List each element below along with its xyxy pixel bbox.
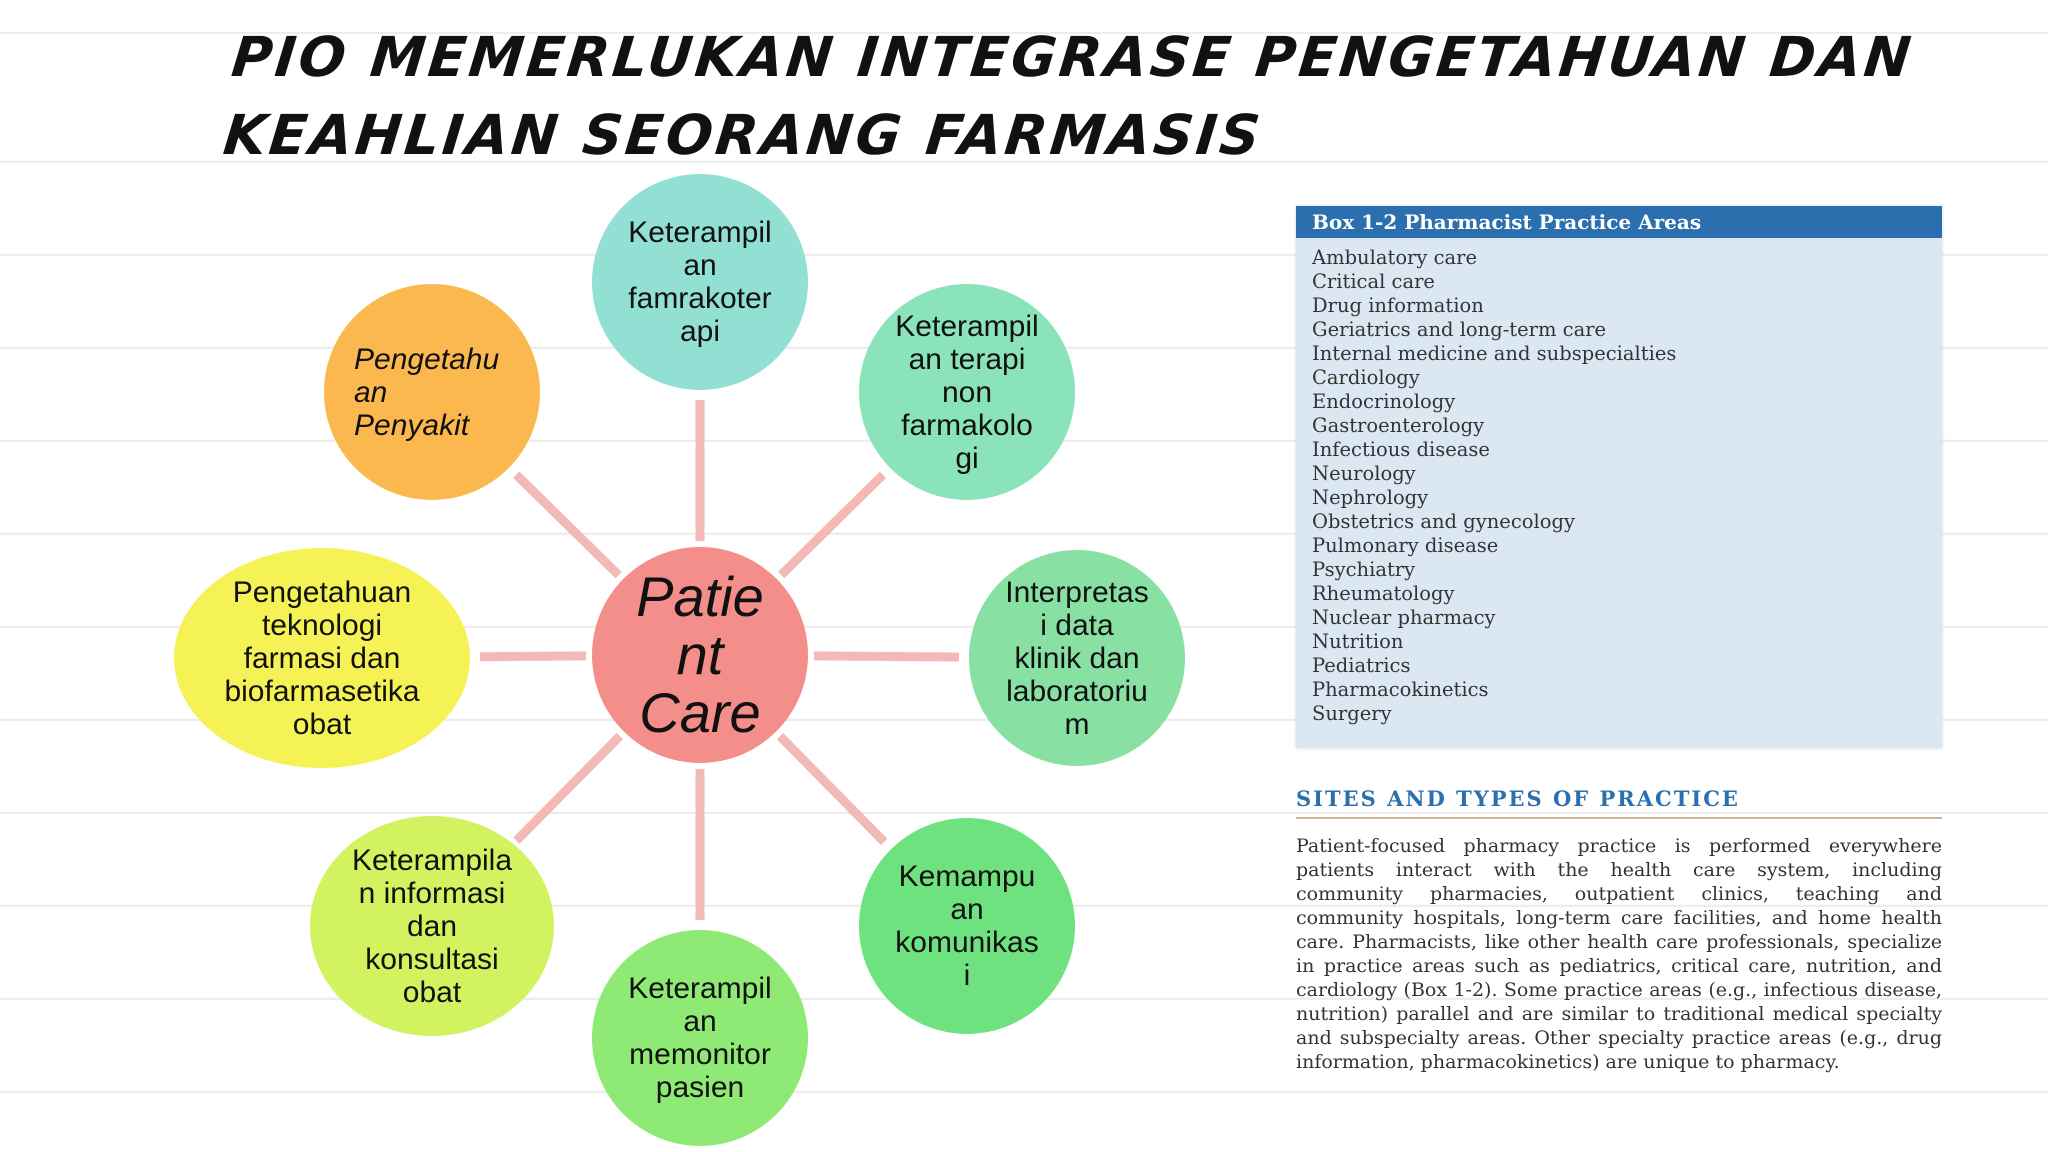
practice-area-item: Pulmonary disease (1312, 534, 1499, 557)
practice-areas-box-title: Box 1-2 Pharmacist Practice Areas (1296, 206, 1942, 238)
practice-area-item: Rheumatology (1312, 582, 1455, 605)
practice-area-item: Infectious disease (1312, 438, 1490, 461)
practice-area-item: Neurology (1312, 462, 1416, 485)
link-keterampilan-informasi (513, 732, 624, 844)
practice-area-item: Internal medicine and subspecialties (1312, 342, 1677, 365)
node-keterampilan-terapi-non-farmakologi-label-line: farmakolo (901, 408, 1033, 442)
node-keterampilan-informasi-label-line: obat (402, 975, 462, 1009)
node-pengetahuan-penyakit-label-line: an (354, 375, 388, 409)
node-kemampuan-komunikasi-label-line: Kemampu (898, 860, 1036, 893)
node-keterampilan-memonitor-label-line: Keterampil (628, 972, 772, 1005)
node-keterampilan-farmakoterapi-label-line: famrakoter (628, 282, 772, 315)
node-keterampilan-terapi-non-farmakologi-label-line: gi (955, 441, 979, 475)
practice-area-item: Nutrition (1312, 630, 1404, 653)
link-kemampuan-komunikasi (776, 733, 888, 846)
practice-area-item: Endocrinology (1312, 390, 1456, 413)
center-node-patient-care-label-line: Patie (636, 565, 764, 628)
node-kemampuan-komunikasi-label-line: komunikas (895, 926, 1039, 959)
node-keterampilan-farmakoterapi-label-line: Keterampil (628, 216, 772, 249)
node-pengetahuan-penyakit-label-line: Pengetahu (354, 342, 500, 376)
node-pengetahuan-teknologi-label-line: teknologi (261, 608, 383, 642)
node-interpretasi-data-label-line: laboratoriu (1006, 674, 1148, 708)
section-paragraph: Patient-focused pharmacy practice is per… (1296, 835, 1942, 1073)
practice-areas-box: Box 1-2 Pharmacist Practice Areas Ambula… (1296, 206, 1942, 748)
node-interpretasi-data-label-line: Interpretas (1005, 575, 1149, 609)
practice-area-item: Ambulatory care (1312, 246, 1477, 269)
center-node-patient-care-label-line: nt (676, 623, 724, 686)
node-pengetahuan-teknologi-label-line: Pengetahuan (232, 575, 412, 609)
practice-area-item: Nephrology (1312, 486, 1429, 509)
node-keterampilan-terapi-non-farmakologi-label-line: an terapi (908, 342, 1026, 376)
node-keterampilan-memonitor-label-line: pasien (655, 1071, 745, 1104)
node-interpretasi-data-label-line: i data (1040, 608, 1114, 642)
node-keterampilan-informasi-label-line: n informasi (358, 876, 506, 910)
section-heading: SITES AND TYPES OF PRACTICE (1296, 786, 1942, 819)
node-keterampilan-informasi-label-line: dan (406, 909, 458, 943)
node-keterampilan-farmakoterapi-label-line: api (679, 315, 721, 348)
node-pengetahuan-teknologi-label-line: obat (292, 707, 352, 741)
node-keterampilan-memonitor-label-line: an (683, 1005, 717, 1038)
node-keterampilan-terapi-non-farmakologi-label-line: non (941, 375, 993, 409)
practice-area-item: Cardiology (1312, 366, 1420, 389)
node-keterampilan-farmakoterapi-label-line: an (683, 249, 717, 282)
node-pengetahuan-penyakit-label-line: Penyakit (354, 408, 470, 442)
node-pengetahuan-teknologi-label-line: biofarmasetika (224, 674, 420, 708)
node-keterampilan-terapi-non-farmakologi-label-line: Keterampil (895, 309, 1039, 343)
link-pengetahuan-teknologi (479, 651, 587, 662)
link-interpretasi-data (813, 651, 960, 662)
link-pengetahuan-penyakit (513, 471, 622, 579)
practice-area-item: Psychiatry (1312, 558, 1416, 581)
node-kemampuan-komunikasi-label-line: i (963, 959, 971, 992)
node-kemampuan-komunikasi-label-line: an (950, 893, 984, 926)
node-interpretasi-data-label-line: m (1064, 707, 1090, 741)
node-pengetahuan-teknologi-label-line: farmasi dan (243, 641, 401, 675)
practice-area-item: Gastroenterology (1312, 414, 1485, 437)
link-keterampilan-terapi-non-farmakologi (778, 471, 887, 579)
practice-area-item: Pharmacokinetics (1312, 678, 1489, 701)
practice-area-item: Drug information (1312, 294, 1484, 317)
node-keterampilan-informasi-label-line: konsultasi (365, 942, 499, 976)
practice-area-item: Nuclear pharmacy (1312, 606, 1496, 629)
practice-area-item: Geriatrics and long-term care (1312, 318, 1607, 341)
practice-area-item: Critical care (1312, 270, 1435, 293)
node-keterampilan-informasi-label-line: Keterampila (351, 843, 513, 877)
node-keterampilan-memonitor-label-line: memonitor (629, 1038, 771, 1071)
practice-area-item: Pediatrics (1312, 654, 1411, 677)
practice-area-item: Obstetrics and gynecology (1312, 510, 1575, 533)
node-interpretasi-data-label-line: klinik dan (1014, 641, 1140, 675)
center-node-patient-care-label-line: Care (639, 681, 761, 744)
practice-area-item: Surgery (1312, 702, 1392, 725)
